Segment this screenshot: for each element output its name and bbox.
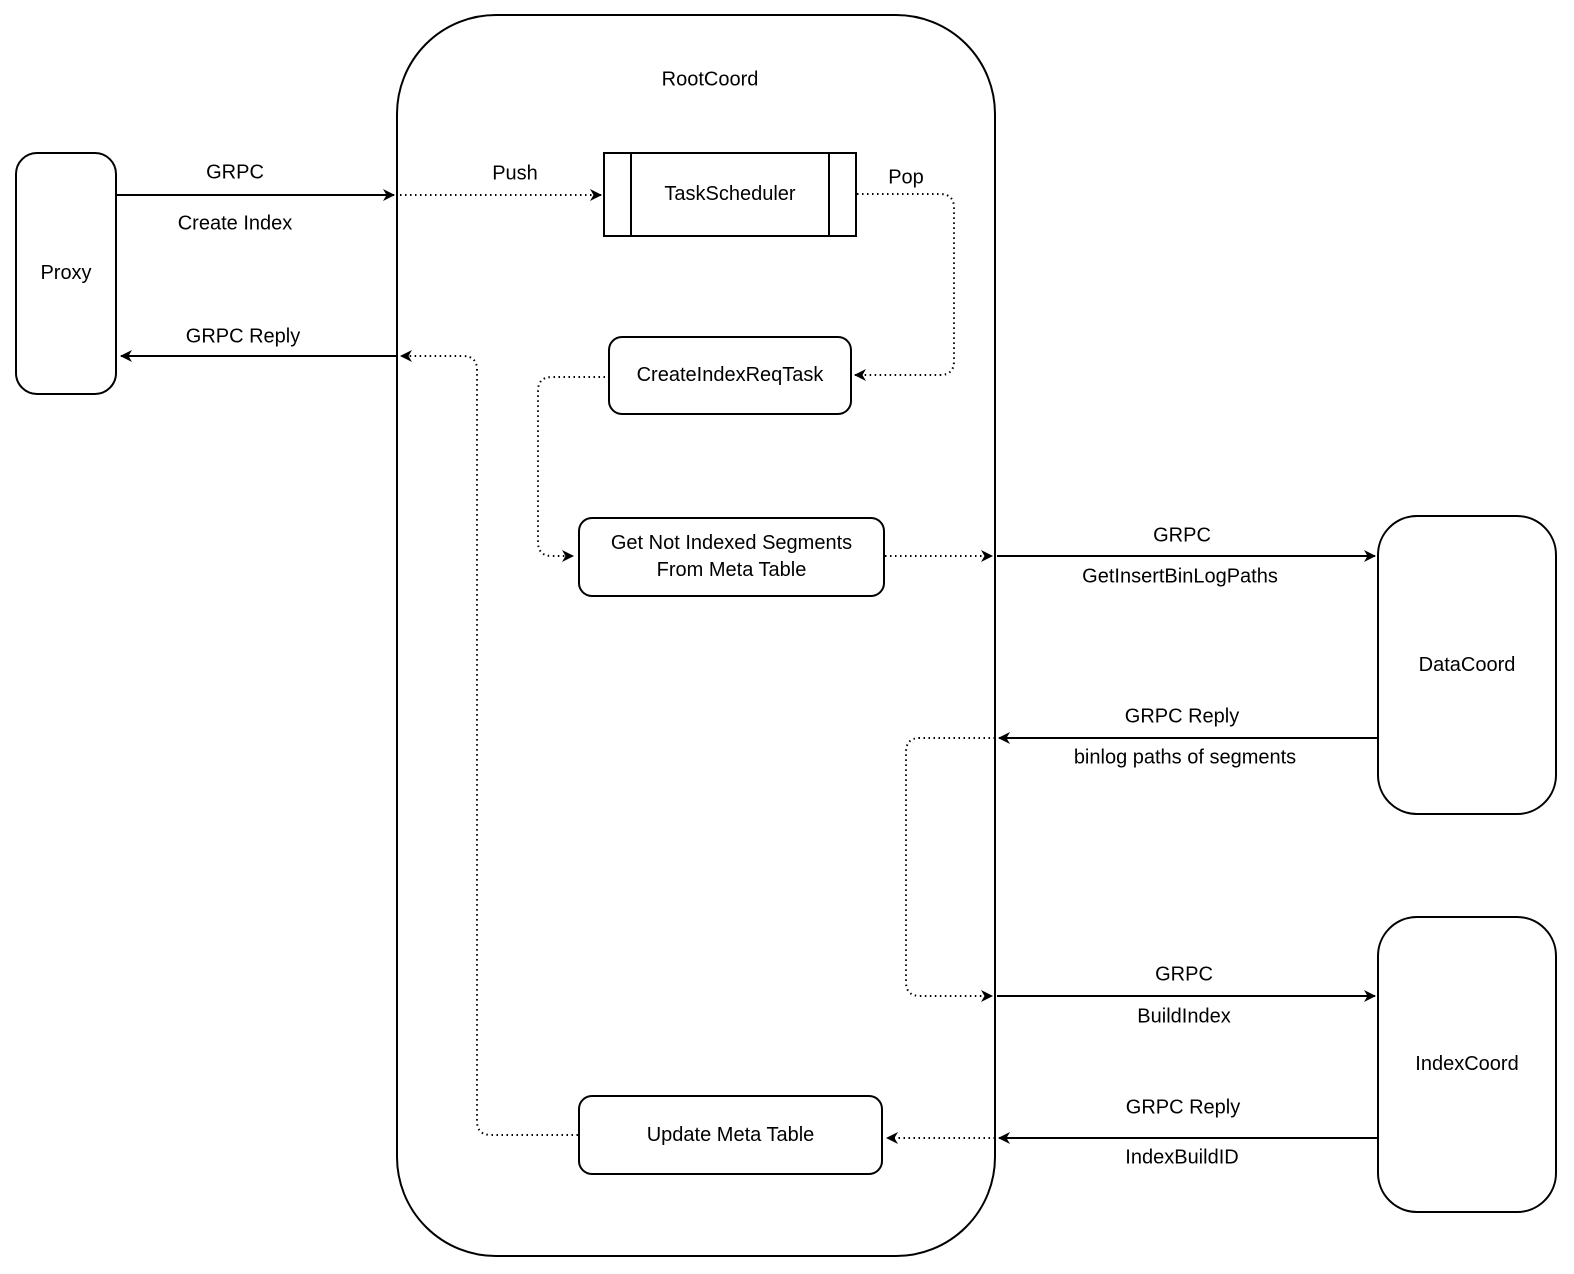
create-index-req-task-node: CreateIndexReqTask (608, 336, 852, 415)
proxy-node: Proxy (15, 152, 117, 395)
task-scheduler-node: TaskScheduler (603, 152, 857, 237)
get-not-indexed-segments-node: Get Not Indexed Segments From Meta Table (578, 517, 885, 597)
edge-binlog-reply-to-buildindex-line (905, 737, 995, 1002)
task-scheduler-left-bar (630, 154, 632, 235)
task-scheduler-right-bar (828, 154, 830, 235)
get-not-indexed-segments-label-line1: Get Not Indexed Segments (610, 532, 853, 554)
edge-label-grpc-reply-proxy: GRPC Reply (185, 325, 301, 348)
edge-label-grpc-buildindex-bottom: BuildIndex (1137, 1005, 1231, 1028)
rootcoord-container (396, 14, 996, 1257)
edge-label-grpc-reply-binlog-bottom: binlog paths of segments (1073, 746, 1297, 769)
edge-label-grpc-getinsert-bottom: GetInsertBinLogPaths (1082, 565, 1278, 588)
edge-label-push: Push (492, 162, 538, 185)
edge-label-grpc-create-index-bottom: Create Index (177, 212, 293, 235)
index-coord-node: IndexCoord (1377, 916, 1557, 1213)
edge-label-pop: Pop (888, 166, 924, 189)
data-coord-node: DataCoord (1377, 515, 1557, 815)
edge-pop-line (854, 193, 955, 381)
edge-label-grpc-buildindex-top: GRPC (1155, 963, 1213, 986)
edge-label-grpc-getinsert-top: GRPC (1153, 524, 1211, 547)
proxy-label: Proxy (40, 262, 92, 284)
edge-label-grpc-create-index-top: GRPC (206, 161, 264, 184)
index-coord-label: IndexCoord (1415, 1053, 1519, 1075)
edge-updatemetatable-to-grpc-reply-line (400, 350, 578, 1136)
task-scheduler-label: TaskScheduler (664, 183, 796, 205)
edge-label-grpc-reply-indexbuildid-top: GRPC Reply (1125, 1096, 1241, 1119)
update-meta-table-node: Update Meta Table (578, 1095, 883, 1175)
edge-createindexreqtask-to-getnotindexed-line (537, 376, 610, 562)
rootcoord-title: RootCoord (661, 68, 759, 91)
get-not-indexed-segments-label-line2: From Meta Table (656, 559, 807, 581)
edge-label-grpc-reply-binlog-top: GRPC Reply (1124, 705, 1240, 728)
data-coord-label: DataCoord (1418, 653, 1516, 676)
update-meta-table-label: Update Meta Table (646, 1123, 815, 1146)
create-index-req-task-label: CreateIndexReqTask (636, 364, 824, 386)
edge-label-grpc-reply-indexbuildid-bottom: IndexBuildID (1125, 1146, 1239, 1169)
